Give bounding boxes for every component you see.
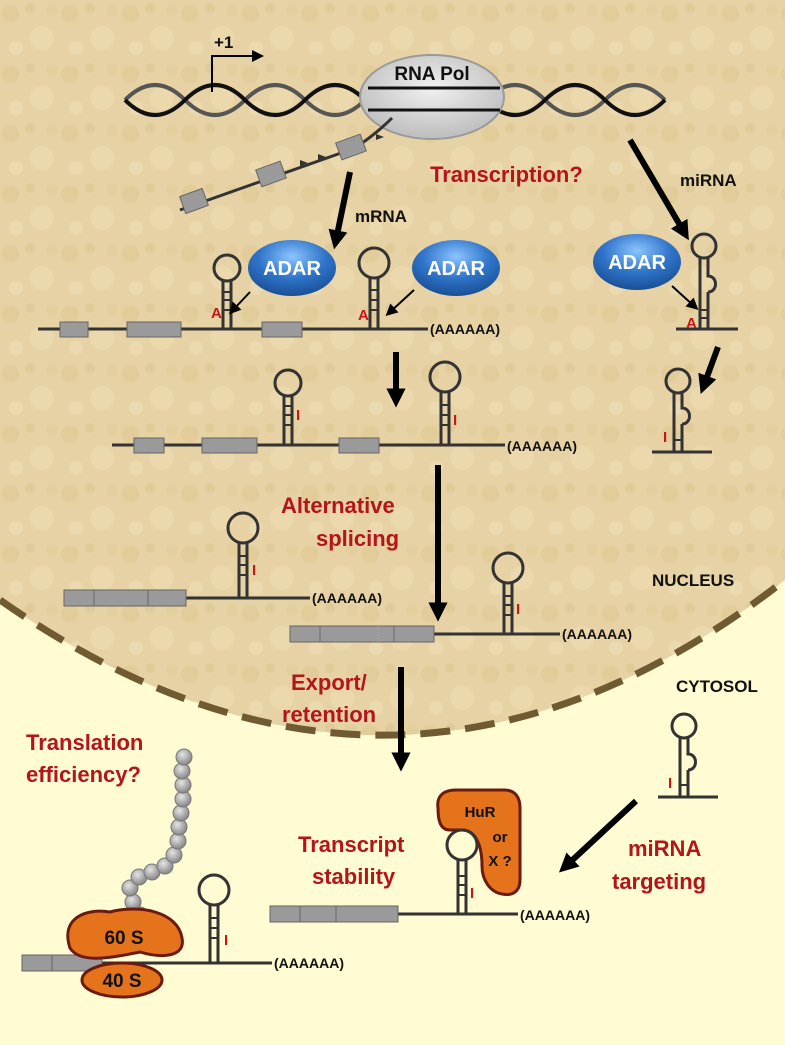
adar-enzyme-3 (593, 234, 681, 290)
edited-inosine-1: I (296, 407, 300, 424)
mature-mirna (658, 712, 718, 799)
ribosome-40s (80, 961, 164, 999)
polymerase-label: RNA Pol (394, 64, 469, 85)
tss-label: +1 (214, 33, 233, 52)
mirna-editing-arrow (698, 345, 721, 395)
hur-label-2: or (493, 829, 508, 846)
edited-pre-mrna (112, 360, 505, 454)
ribosome-60s-label: 60 S (104, 928, 143, 949)
nuclear-envelope (0, 577, 785, 739)
edited-mirna (652, 367, 712, 454)
rna-polymerase (359, 54, 505, 140)
mirna-targeting-arrow (558, 798, 639, 873)
mirna-label: miRNA (680, 171, 737, 190)
hur-label-3: X ? (488, 853, 511, 870)
pre-mrna-polya: (AAAAAA) (430, 321, 500, 337)
mrna-arrow (328, 171, 353, 250)
nucleus-label: NUCLEUS (652, 571, 734, 590)
stable-inosine: I (470, 885, 474, 902)
stable-polya: (AAAAAA) (520, 907, 590, 923)
nucleus-region (0, 0, 785, 736)
hur-label-1: HuR (465, 804, 496, 821)
stable-mrna-loop (445, 828, 479, 862)
spliced-inosine-1: I (252, 562, 256, 579)
translated-inosine: I (224, 932, 228, 949)
spliced-inosine-2: I (516, 601, 520, 618)
edited-pre-mrna-polya: (AAAAAA) (507, 438, 577, 454)
mature-mirna-inosine: I (668, 775, 672, 792)
spliced-polya-1: (AAAAAA) (312, 590, 382, 606)
translated-polya: (AAAAAA) (274, 955, 344, 971)
step-mirna-targeting-2: targeting (612, 869, 706, 894)
pre-mrna-adenosine-2: A (358, 307, 369, 324)
adar-label-1: ADAR (263, 258, 321, 280)
edited-inosine-2: I (453, 412, 457, 429)
pre-mrna (38, 246, 428, 338)
step-export-2: retention (282, 702, 376, 727)
tss-arrow (211, 50, 264, 92)
adar-arrow-1 (228, 291, 251, 315)
step-alt-splicing-2: splicing (316, 526, 399, 551)
spliced-mrna-1 (63, 511, 310, 607)
mirna-arrow (627, 138, 689, 241)
step-stability-1: Transcript (298, 832, 405, 857)
adar-label-2: ADAR (427, 258, 485, 280)
ribosome-40s-label: 40 S (102, 971, 141, 992)
spliced-mrna-2 (289, 551, 560, 643)
pre-mrna-adenosine-1: A (211, 305, 222, 322)
dna-inside-polymerase (368, 86, 500, 112)
cytosol-label: CYTOSOL (676, 677, 758, 696)
nascent-transcript (179, 116, 394, 215)
step-translation-2: efficiency? (26, 762, 141, 787)
adar-arrow-3 (671, 285, 699, 311)
edited-mirna-inosine: I (663, 429, 667, 446)
pri-mirna (676, 232, 738, 331)
adar-arrow-2 (385, 289, 415, 317)
stable-mrna (269, 860, 518, 923)
adar-enzyme-1 (248, 240, 336, 296)
step-stability-2: stability (312, 864, 396, 889)
ribosome-60s (66, 907, 184, 960)
pri-mirna-adenosine: A (686, 315, 697, 332)
mrna-label: mRNA (355, 207, 407, 226)
step-export-1: Export/ (291, 670, 367, 695)
step-transcription: Transcription? (430, 162, 583, 187)
step-mirna-targeting-1: miRNA (628, 836, 701, 861)
adar-enzyme-2 (412, 240, 500, 296)
step-alt-splicing-1: Alternative (281, 493, 395, 518)
step-translation-1: Translation (26, 730, 143, 755)
adar-label-3: ADAR (608, 252, 666, 274)
spliced-polya-2: (AAAAAA) (562, 626, 632, 642)
